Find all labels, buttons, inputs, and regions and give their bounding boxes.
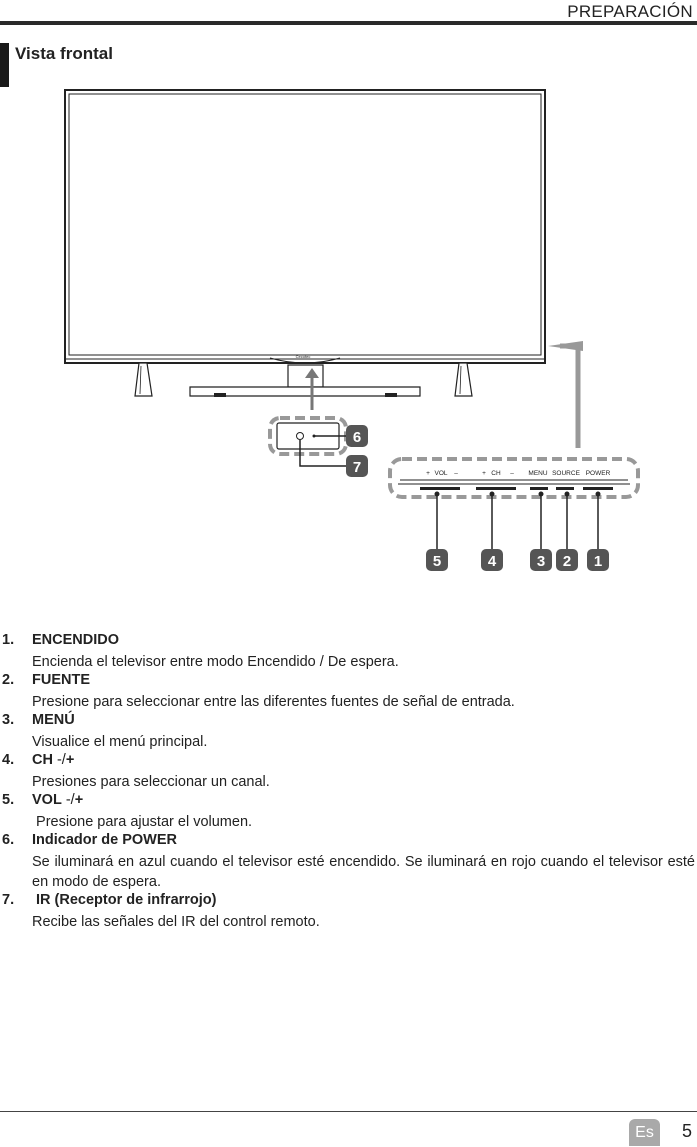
ch-minus-label: – xyxy=(510,470,514,477)
item-title: VOL -/+ xyxy=(32,792,84,808)
callout-2: 2 xyxy=(556,549,578,571)
svg-text:7: 7 xyxy=(353,459,361,476)
callout-1: 1 xyxy=(587,549,609,571)
callout-5: 5 xyxy=(426,549,448,571)
item-number: 1. xyxy=(2,632,15,648)
language-badge: Es xyxy=(629,1119,660,1146)
item-description: Presione para seleccionar entre las dife… xyxy=(32,694,515,710)
item-title: FUENTE xyxy=(32,672,90,688)
callout-4: 4 xyxy=(481,549,503,571)
callout-7: 7 xyxy=(346,455,368,477)
tv-body xyxy=(64,89,546,364)
vol-plus-label: + xyxy=(426,470,430,477)
svg-text:2: 2 xyxy=(563,553,571,570)
section-header: PREPARACIÓN xyxy=(567,2,693,21)
ch-label: CH xyxy=(491,470,501,477)
tv-feet xyxy=(134,362,473,397)
tv-center-stand xyxy=(189,364,421,397)
item-number: 5. xyxy=(2,792,15,808)
svg-text:1: 1 xyxy=(594,553,602,570)
svg-text:6: 6 xyxy=(353,429,361,446)
callout-leaders xyxy=(436,493,599,549)
item-title: CH -/+ xyxy=(32,752,75,768)
vol-label: VOL xyxy=(434,470,447,477)
item-description: Se iluminará en azul cuando el televisor… xyxy=(32,854,695,890)
item-description: Presione para ajustar el volumen. xyxy=(32,814,253,830)
vol-minus-label: – xyxy=(454,470,458,477)
menu-label: MENU xyxy=(528,470,547,477)
source-label: SOURCE xyxy=(552,470,580,477)
svg-text:5: 5 xyxy=(433,553,441,570)
svg-text:3: 3 xyxy=(537,553,545,570)
item-number: 7. xyxy=(2,892,15,908)
item-number: 2. xyxy=(2,672,15,688)
footer-rule xyxy=(0,1111,697,1112)
callout-6: 6 xyxy=(346,425,368,447)
item-title: Indicador de POWER xyxy=(32,832,178,848)
subsection-title: Vista frontal xyxy=(15,44,113,63)
tv-front-diagram: Cecotec + VOL – xyxy=(64,89,640,571)
page-number: 5 xyxy=(682,1121,693,1141)
button-labels: + VOL – + CH – MENU SOURCE POWER xyxy=(426,470,610,477)
item-title: IR (Receptor de infrarrojo) xyxy=(32,892,217,908)
power-label: POWER xyxy=(586,470,611,477)
item-number: 6. xyxy=(2,832,15,848)
item-description: Encienda el televisor entre modo Encendi… xyxy=(32,654,399,670)
svg-text:4: 4 xyxy=(488,553,497,570)
item-description: Presiones para seleccionar un canal. xyxy=(32,774,270,790)
section-marker xyxy=(0,43,9,87)
brand-logo: Cecotec xyxy=(296,354,311,359)
item-title: MENÚ xyxy=(32,712,75,728)
header-rule xyxy=(0,21,697,25)
item-description: Visualice el menú principal. xyxy=(32,734,208,750)
callout-3: 3 xyxy=(530,549,552,571)
item-description: Recibe las señales del IR del control re… xyxy=(32,914,320,930)
ch-plus-label: + xyxy=(482,470,486,477)
item-title: ENCENDIDO xyxy=(32,632,120,648)
control-button-panel xyxy=(388,457,640,499)
item-number: 3. xyxy=(2,712,15,728)
item-number: 4. xyxy=(2,752,15,768)
